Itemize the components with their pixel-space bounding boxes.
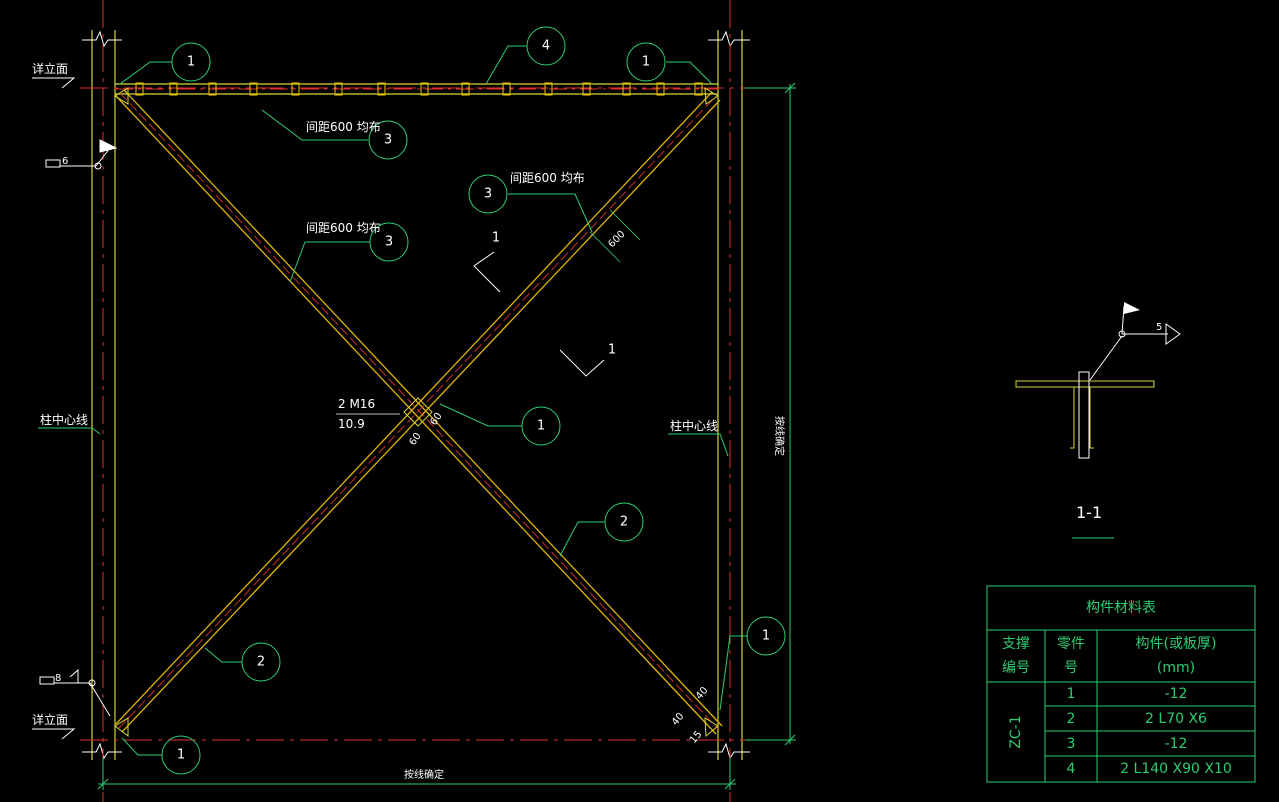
label-col-center-left: 柱中心线 — [40, 412, 88, 427]
callout-c6: 3 — [369, 222, 409, 262]
svg-text:600: 600 — [606, 229, 627, 250]
weld-symbol-top — [45, 139, 118, 170]
detail-elev-bottom-marker — [32, 728, 76, 740]
table-row: 3 -12 — [1067, 736, 1188, 752]
callout-c7: 1 — [521, 406, 561, 446]
callout-c8: 2 — [604, 502, 644, 542]
svg-text:3: 3 — [384, 133, 392, 148]
label-spacing-left: 间距600 均布 — [306, 221, 381, 235]
column-break-marks — [82, 30, 750, 760]
weld-size-top: 6 — [62, 156, 68, 167]
gusset-plates — [114, 87, 719, 738]
label-col-center-right: 柱中心线 — [670, 418, 718, 433]
leader-lines — [38, 45, 748, 756]
section-cut-marks — [473, 251, 605, 377]
callout-c9: 2 — [241, 642, 281, 682]
weld-size-section: 5 — [1156, 322, 1162, 333]
svg-text:-12: -12 — [1165, 686, 1188, 702]
th-brace-id-1: 支撑 — [1002, 636, 1030, 652]
callout-c11: 1 — [161, 735, 201, 775]
label-spacing-right: 间距600 均布 — [510, 171, 585, 185]
svg-text:3: 3 — [1067, 736, 1076, 752]
th-brace-id-2: 编号 — [1002, 660, 1030, 676]
th-part-no-1: 零件 — [1057, 636, 1085, 652]
label-detail-elev-bottom: 详立面 — [32, 712, 68, 727]
callout-bubbles: 1 4 1 3 3 3 1 2 2 1 1 — [161, 26, 786, 775]
section-cut-label-lower: 1 — [608, 343, 616, 358]
weld-size-bottom: 8 — [55, 673, 61, 684]
top-strut-member — [115, 82, 718, 96]
section-1-1-detail — [1015, 302, 1181, 459]
dim-right-label: 按线确定 — [773, 416, 786, 456]
th-spec-1: 构件(或板厚) — [1136, 636, 1217, 652]
svg-text:3: 3 — [385, 235, 393, 250]
svg-text:2 L70 X6: 2 L70 X6 — [1145, 711, 1207, 727]
dim-15: 15 — [688, 729, 705, 746]
svg-text:4: 4 — [542, 39, 550, 54]
table-row: 4 2 L140 X90 X10 — [1067, 761, 1232, 777]
material-table — [986, 585, 1256, 783]
svg-text:1: 1 — [642, 55, 650, 70]
label-bolt-spec-1: 2 M16 — [338, 397, 375, 411]
table-row: 1 -12 — [1067, 686, 1188, 702]
callout-c1: 1 — [171, 42, 211, 82]
svg-text:2: 2 — [1067, 711, 1076, 727]
dim-60-left: 60 — [407, 431, 423, 448]
callout-c4: 3 — [368, 120, 408, 160]
label-bolt-spec-2: 10.9 — [338, 417, 365, 431]
svg-text:4: 4 — [1067, 761, 1076, 777]
th-spec-2: (mm) — [1157, 660, 1195, 676]
cell-brace-id: ZC-1 — [1008, 715, 1024, 748]
svg-text:2: 2 — [620, 515, 628, 530]
right-column — [717, 30, 743, 760]
svg-text:1: 1 — [1067, 686, 1076, 702]
svg-text:2: 2 — [257, 655, 265, 670]
section-title: 1-1 — [1076, 503, 1102, 522]
left-column — [91, 30, 116, 760]
table-title: 构件材料表 — [1086, 600, 1156, 616]
svg-text:-12: -12 — [1165, 736, 1188, 752]
label-spacing-top: 间距600 均布 — [306, 120, 381, 134]
svg-text:1: 1 — [537, 419, 545, 434]
svg-text:2 L140 X90 X10: 2 L140 X90 X10 — [1120, 761, 1232, 777]
svg-text:3: 3 — [484, 187, 492, 202]
weld-symbol-bottom — [39, 668, 111, 717]
bottom-dimension-line — [97, 758, 736, 790]
callout-c3: 1 — [626, 42, 666, 82]
callout-c10: 1 — [746, 616, 786, 656]
svg-text:1: 1 — [762, 629, 770, 644]
table-row: 2 2 L70 X6 — [1067, 711, 1208, 727]
detail-elev-top-marker — [32, 77, 76, 89]
dim-bottom-label: 按线确定 — [404, 768, 444, 781]
label-detail-elev-top: 详立面 — [32, 61, 68, 76]
th-part-no-2: 号 — [1064, 660, 1078, 676]
callout-c2: 4 — [526, 26, 566, 66]
right-dimension-line — [745, 82, 796, 746]
cross-brace-diagonal-a — [115, 89, 723, 735]
callout-c5: 3 — [468, 174, 508, 214]
dim-40-lower: 40 — [670, 711, 687, 728]
svg-text:1: 1 — [187, 55, 195, 70]
section-cut-label-upper: 1 — [492, 231, 500, 246]
svg-text:1: 1 — [177, 748, 185, 763]
dim-600-group: 600 — [589, 209, 641, 263]
cross-brace-diagonal-b — [115, 91, 721, 733]
